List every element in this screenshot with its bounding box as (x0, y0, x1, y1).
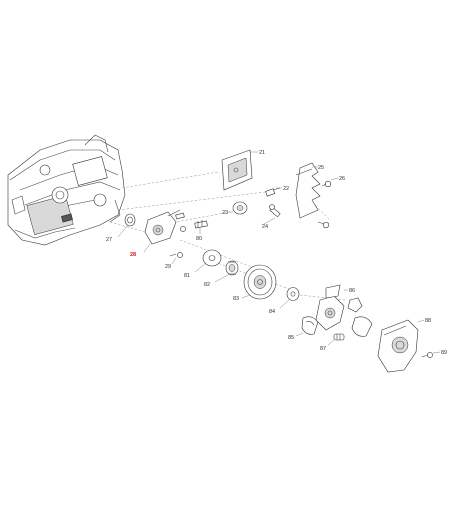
part-24-pin: 24 (261, 204, 281, 230)
label-29: 29 (165, 264, 171, 270)
part-86-clutch-hub: 86 (315, 284, 373, 337)
part-28-oil-pump: 28 (130, 209, 185, 258)
label-89: 89 (441, 350, 447, 356)
part-81-washer: 81 (184, 249, 222, 279)
part-82-needle-bearing: 82 (204, 260, 239, 288)
label-85: 85 (288, 335, 294, 341)
part-83-clutch-drum: 83 (233, 264, 277, 302)
label-80: 80 (196, 236, 202, 242)
part-84-washer: 84 (269, 287, 300, 315)
part-29-screw: 29 (165, 226, 186, 270)
part-22-screw: 22 (265, 186, 289, 197)
label-86: 86 (349, 288, 355, 294)
label-82: 82 (204, 282, 210, 288)
part-85-clutch-shoe: 85 (288, 316, 319, 341)
label-25: 25 (318, 165, 324, 171)
label-22: 22 (283, 186, 289, 192)
part-27-ring: 27 (106, 213, 136, 243)
part-21-guide-plate: 21 (221, 149, 265, 191)
label-24: 24 (262, 224, 268, 230)
part-25-spike-bumper: 25 (295, 162, 324, 219)
engine-housing (7, 134, 126, 246)
label-28: 28 (130, 252, 136, 258)
label-23: 23 (222, 210, 228, 216)
label-27: 27 (106, 237, 112, 243)
label-21: 21 (259, 150, 265, 156)
part-88-cover-plate: 88 (377, 318, 431, 373)
label-26: 26 (339, 176, 345, 182)
label-87: 87 (320, 346, 326, 352)
part-80-worm-gear: 80 (194, 220, 208, 242)
part-87-spring: 87 (320, 333, 345, 352)
label-88: 88 (425, 318, 431, 324)
part-26-screws: 26 (317, 176, 345, 229)
label-81: 81 (184, 273, 190, 279)
part-23-bushing: 23 (222, 201, 248, 216)
part-89-screw: 89 (421, 350, 447, 358)
label-84: 84 (269, 309, 275, 315)
label-83: 83 (233, 296, 239, 302)
